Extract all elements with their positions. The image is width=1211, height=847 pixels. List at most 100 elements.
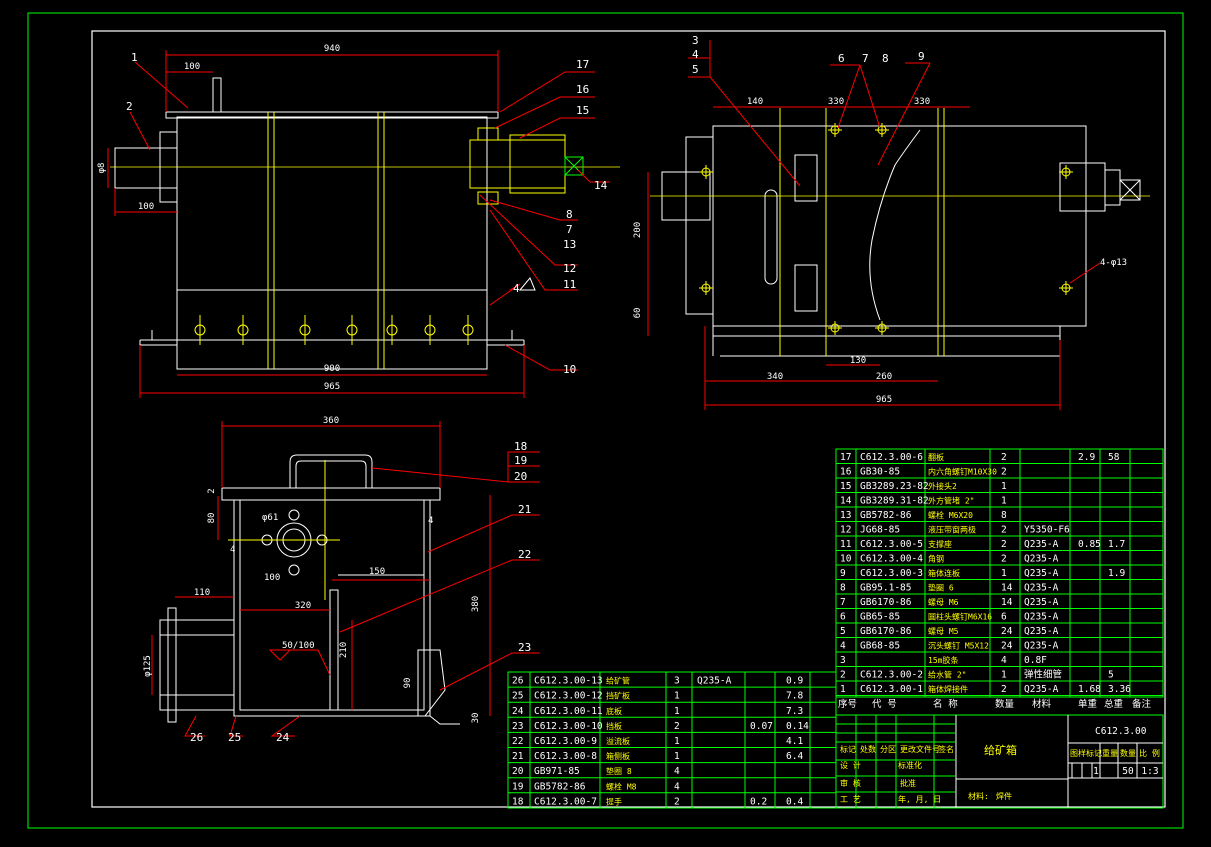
title-scale-value: 1:3 [1141, 766, 1158, 777]
bom-cell-mat: Q235-A [1024, 626, 1059, 637]
bom-cell-code: GB95.1-85 [860, 583, 911, 594]
bom-cell-no: 13 [840, 510, 851, 521]
bom-cell-total: 5 [1108, 670, 1114, 681]
bom-cell-no: 23 [512, 721, 523, 732]
bom-header-note: 备注 [1132, 698, 1152, 710]
bom-cell-mat: Q235-A [1024, 684, 1059, 695]
bom-cell-total: 0.4 [786, 796, 803, 807]
callout-front-7: 7 [566, 223, 573, 236]
bom-cell-code: C612.3.00-3 [860, 568, 923, 579]
bom-cell-name: 翻板 [928, 452, 944, 462]
bom-cell-qty: 4 [674, 766, 680, 777]
bom-cell-qty: 2 [1001, 554, 1007, 565]
rev-header-mark: 标记 [840, 744, 856, 754]
bom-cell-name: 垫圈 8 [606, 766, 632, 776]
bom-cell-code: GB3289.31-82 [860, 496, 929, 507]
bom-cell-no: 16 [840, 467, 852, 478]
bom-cell-code: GB6170-86 [860, 626, 912, 637]
dim-side-260: 260 [876, 372, 892, 382]
bom-cell-no: 20 [512, 766, 524, 777]
row-label-design: 设 计 [840, 760, 861, 770]
bom-cell-name: 挡板 [606, 721, 622, 731]
bom-cell-qty: 1 [1001, 568, 1007, 579]
bom-cell-total: 3.36 [1108, 684, 1131, 695]
callout-sec-20: 20 [514, 470, 527, 483]
bom-cell-code: C612.3.00-6 [860, 452, 923, 463]
callout-sec-26: 26 [190, 731, 203, 744]
callout-front-17: 17 [576, 58, 589, 71]
bom-cell-total: 0.14 [786, 721, 809, 732]
weld-symbol-section: 4 [428, 516, 433, 526]
bom-cell-name: 箱体焊接件 [928, 684, 968, 694]
callout-side-5: 5 [692, 63, 699, 76]
bom-cell-unit: 0.85 [1078, 539, 1101, 550]
dim-sec-50-100: 50/100 [282, 641, 315, 651]
front-callouts: 1 2 17 16 15 14 8 7 13 12 11 10 [126, 51, 608, 376]
bom-cell-qty: 2 [1001, 467, 1007, 478]
callout-side-9: 9 [918, 50, 925, 63]
bom-cell-no: 10 [840, 554, 852, 565]
row-label-process: 工 艺 [840, 795, 861, 804]
dim-side-330b: 330 [914, 97, 930, 107]
dim-sec-dia125: φ125 [143, 655, 153, 677]
bom-cell-no: 12 [840, 525, 851, 536]
callout-front-11: 11 [563, 278, 576, 291]
dim-side-holes: 4-φ13 [1100, 258, 1127, 268]
bom-cell-total: 1.9 [1108, 568, 1125, 579]
bom-cell-qty: 1 [674, 706, 680, 717]
dim-side-965: 965 [876, 395, 892, 405]
rev-header-sign: 签名 [938, 744, 954, 754]
dim-side-340: 340 [767, 372, 783, 382]
rev-header-count: 处数 [860, 744, 876, 754]
bom-cell-no: 14 [840, 496, 852, 507]
bom-cell-qty: 14 [1001, 583, 1013, 594]
bom-cell-qty: 24 [1001, 626, 1013, 637]
bom-cell-no: 6 [840, 612, 846, 623]
bom-cell-mat: Q235-A [1024, 554, 1059, 565]
title-weight-value: 50 [1122, 766, 1134, 777]
bom-cell-code: C612.3.00-8 [534, 751, 597, 762]
dim-sec-100: 100 [264, 573, 280, 583]
dim-sec-150: 150 [369, 567, 385, 577]
title-qty-header: 数量 [1120, 748, 1136, 758]
bom-cell-no: 11 [840, 539, 852, 550]
bom-cell-code: JG68-85 [860, 525, 900, 536]
title-material-label: 材料: [968, 791, 989, 801]
dim-front-965: 965 [324, 382, 340, 392]
callout-front-10: 10 [563, 363, 576, 376]
bom-cell-qty: 2 [1001, 452, 1007, 463]
bom-cell-mat: 弹性细管 [1024, 669, 1062, 681]
bom-cell-no: 9 [840, 568, 846, 579]
callout-sec-18: 18 [514, 440, 527, 453]
callout-front-2: 2 [126, 100, 133, 113]
bom-cell-code: GB5782-86 [534, 781, 586, 792]
bom-cell-total: 58 [1108, 452, 1120, 463]
bom-cell-qty: 1 [674, 751, 680, 762]
callout-front-8: 8 [566, 208, 573, 221]
callout-side-3: 3 [692, 34, 699, 47]
bom-cell-qty: 4 [1001, 655, 1007, 666]
dim-sec-2: 2 [207, 488, 217, 493]
callout-front-13: 13 [563, 238, 576, 251]
callout-side-4: 4 [692, 48, 699, 61]
callout-front-1: 1 [131, 51, 138, 64]
title-name: 给矿箱 [984, 743, 1017, 757]
bom-cell-code: GB5782-86 [860, 510, 912, 521]
title-material-value: 焊件 [996, 791, 1012, 801]
callout-front-12: 12 [563, 262, 576, 275]
dim-front-940: 940 [324, 44, 340, 54]
callout-front-15: 15 [576, 104, 589, 117]
dim-front-100-top: 100 [184, 62, 200, 72]
bom-cell-no: 4 [840, 641, 846, 652]
dim-side-60: 60 [633, 308, 643, 319]
